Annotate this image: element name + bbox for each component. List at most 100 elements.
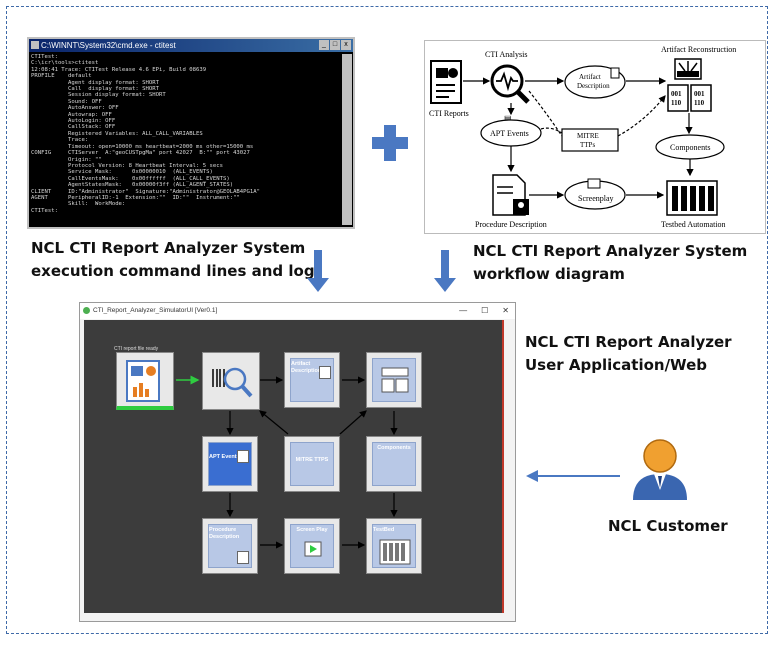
- binary-files-icon: [381, 367, 409, 393]
- wf-artifact-description-1: Artifact: [579, 73, 601, 81]
- close-icon[interactable]: x: [341, 40, 351, 50]
- cti-ready-label: CTI report file ready: [114, 346, 159, 352]
- cmd-line: Registered Variables: ALL_CALL_VARIABLES: [31, 130, 203, 137]
- barcode-search-icon: [212, 367, 253, 398]
- cmd-line: CTITest:: [31, 54, 58, 60]
- artifact-description-label: Artifact Description: [291, 361, 322, 374]
- cmd-icon: [31, 41, 39, 49]
- cti-analysis-node[interactable]: [202, 352, 260, 410]
- wf-cti-analysis: CTI Analysis: [485, 50, 527, 59]
- wf-components: Components: [670, 143, 710, 152]
- cti-reports-icon: [430, 60, 462, 104]
- cmd-line: AutoAnswer: OFF: [31, 105, 119, 112]
- cmd-titlebar: C:\WINNT\System32\cmd.exe - ctitest _ □ …: [29, 39, 353, 52]
- cmd-caption: NCL CTI Report Analyzer System execution…: [31, 237, 315, 283]
- cmd-line: Skill: WorkMode:: [31, 201, 126, 208]
- testbed-node[interactable]: TestBed: [366, 518, 422, 574]
- play-icon: [304, 541, 322, 557]
- procedure-description-node[interactable]: Procedure Description: [202, 518, 258, 574]
- arrow-down-right-icon: [434, 250, 456, 292]
- app-window: CTI_Report_Analyzer_SimulatorUI [Ver0.1]…: [79, 302, 516, 622]
- artifact-reconstruction-node[interactable]: [366, 352, 422, 408]
- wf-screenplay: Screenplay: [578, 194, 614, 203]
- cmd-line: Session display format: SHORT: [31, 92, 166, 99]
- cmd-line: 12:08:41 Trace: CTITest Release 4.6 EPi,…: [31, 66, 207, 73]
- cmd-line: Autowrap: OFF: [31, 111, 112, 118]
- artifact-description-inner: [290, 358, 334, 402]
- procedure-document-icon: [492, 174, 529, 216]
- lock-file-icon: [610, 67, 620, 79]
- cmd-line: Sound: OFF: [31, 98, 102, 105]
- cmd-line: Origin: "": [31, 156, 102, 163]
- screen-play-node[interactable]: Screen Play: [284, 518, 340, 574]
- bin-a-2: 110: [671, 99, 682, 107]
- mitre-ttps-inner: [290, 442, 334, 486]
- app-canvas: CTI report file ready: [84, 320, 504, 613]
- wf-procedure-description: Procedure Description: [475, 220, 547, 229]
- mitre-ttps-node[interactable]: MITRE TTPS: [284, 436, 340, 492]
- server-rack-icon: [379, 539, 411, 565]
- bin-b-1: 001: [694, 90, 705, 98]
- cti-analysis-icon: [490, 64, 530, 104]
- cmd-line: CTITest:: [31, 207, 58, 214]
- wf-artifact-reconstruction: Artifact Reconstruction: [661, 45, 736, 54]
- app-caption: NCL CTI Report Analyzer User Application…: [525, 331, 732, 377]
- testbed-label: TestBed: [373, 527, 395, 533]
- wf-apt-events: APT Events: [490, 129, 529, 138]
- cmd-line: CONFIG CTIServer A:"geoCUSTpgMa" port 42…: [31, 150, 250, 157]
- artifact-description-node[interactable]: Artifact Description: [284, 352, 340, 408]
- document-icon: [237, 551, 249, 564]
- app-connectors: [176, 375, 398, 549]
- cmd-line: AutoLogin: OFF: [31, 118, 116, 125]
- file-icon: [319, 366, 331, 379]
- wf-mitre-2: TTPs: [580, 141, 595, 149]
- server-rack-icon: [666, 180, 718, 216]
- cmd-line: C:\icr\tools>ctitest: [31, 60, 99, 67]
- report-chart-icon: [126, 360, 160, 402]
- customer-label: NCL Customer: [608, 517, 728, 535]
- workflow-caption: NCL CTI Report Analyzer System workflow …: [473, 240, 747, 286]
- apt-events-label: APT Events: [209, 454, 240, 460]
- mitre-ttps-label: MITRE TTPS: [295, 457, 329, 463]
- app-icon: [83, 307, 90, 314]
- toolbox-icon: [674, 58, 702, 80]
- minimize-icon[interactable]: _: [319, 40, 329, 50]
- components-node[interactable]: Components: [366, 436, 422, 492]
- cmd-title: C:\WINNT\System32\cmd.exe - ctitest: [41, 41, 176, 50]
- bin-a-1: 001: [671, 90, 682, 98]
- procedure-description-label: Procedure Description: [209, 527, 240, 540]
- clipboard-icon: [237, 450, 249, 463]
- cti-report-node[interactable]: [116, 352, 174, 410]
- cmd-window-controls: _ □ x: [319, 40, 351, 50]
- maximize-icon[interactable]: □: [330, 40, 340, 50]
- close-button[interactable]: ✕: [502, 306, 509, 315]
- workflow-diagram: CTI Reports CTI Analysis Artifact Descri…: [424, 40, 766, 234]
- cmd-line: AgentStatesMask: 0x00000f3ff (ALL_AGENT_…: [31, 182, 234, 189]
- wf-artifact-description-node: [564, 65, 626, 99]
- wf-mitre-1: MITRE: [577, 132, 599, 140]
- clipboard-icon: ▤: [504, 114, 512, 123]
- plus-icon: [372, 125, 408, 161]
- cmd-line: Trace:: [31, 137, 89, 144]
- apt-events-node[interactable]: APT Events: [202, 436, 258, 492]
- wf-artifact-description-2: Description: [577, 82, 610, 90]
- artifact-reconstruction-inner: [372, 358, 416, 402]
- apt-events-inner: [208, 442, 252, 486]
- cmd-line: CLIENT ID:"Administrator" Signature:"Adm…: [31, 188, 261, 195]
- video-icon: [587, 178, 601, 189]
- cmd-scrollbar[interactable]: [342, 54, 352, 225]
- cmd-line: Timeout: open=10000 ms heartbeat=2000 ms…: [31, 143, 254, 150]
- cmd-line: Agent display format: SHORT: [31, 79, 159, 86]
- minimize-button[interactable]: —: [459, 306, 468, 315]
- cmd-line: AGENT PeripheralID:-1 Extension:"" ID:""…: [31, 194, 240, 201]
- cmd-line: Call display format: SHORT: [31, 86, 159, 93]
- wf-mitre-node: [561, 128, 619, 152]
- bin-b-2: 110: [694, 99, 705, 107]
- cmd-window: C:\WINNT\System32\cmd.exe - ctitest _ □ …: [27, 37, 355, 229]
- cmd-caption-line2: execution command lines and log: [31, 262, 315, 280]
- maximize-button[interactable]: ☐: [481, 306, 489, 315]
- cmd-line: Service Mask: 0x00000010 (ALL_EVENTS): [31, 169, 213, 176]
- app-caption-line2: User Application/Web: [525, 356, 707, 374]
- cmd-line: CallEventsMask: 0x00ffffff (ALL_CALL_EVE…: [31, 175, 230, 182]
